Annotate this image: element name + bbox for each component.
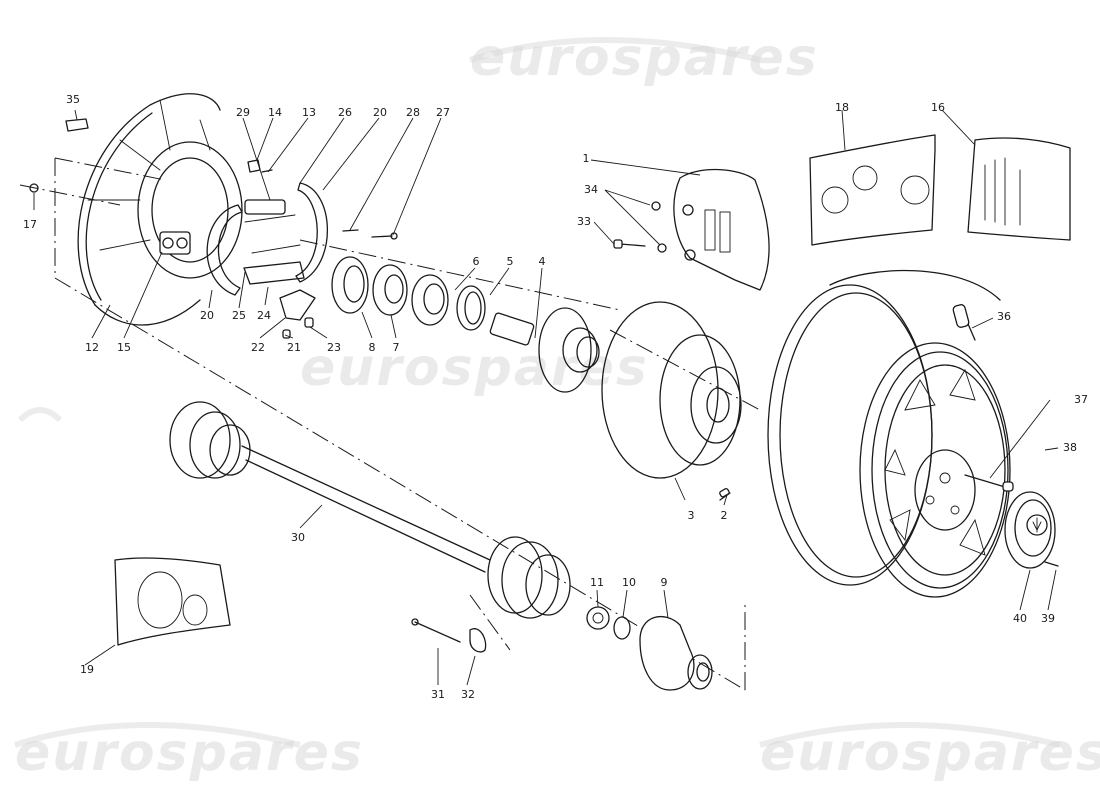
callout-38: 38 (1063, 441, 1077, 454)
brake-disc (601, 301, 742, 501)
brake-caliper (613, 168, 770, 291)
callout-33: 33 (577, 215, 591, 228)
callout-2: 2 (720, 509, 728, 522)
watermark-text-top: eurospares (470, 28, 819, 88)
callout-14: 14 (268, 106, 282, 119)
callout-9: 9 (660, 576, 668, 589)
watermark-text-right: eurospares (760, 723, 1100, 783)
callout-40: 40 (1013, 612, 1027, 625)
callout-5: 5 (506, 255, 514, 268)
center-lines (19, 157, 761, 691)
callout-13: 13 (302, 106, 316, 119)
callout-11: 11 (590, 576, 604, 589)
callout-22: 22 (251, 341, 265, 354)
callout-12: 12 (85, 341, 99, 354)
callout-30: 30 (291, 531, 305, 544)
callout-23: 23 (327, 341, 341, 354)
callout-20-left: 20 (200, 309, 214, 322)
callout-8: 8 (368, 341, 376, 354)
callout-27: 27 (436, 106, 450, 119)
callout-37: 37 (1074, 393, 1088, 406)
callout-4: 4 (538, 255, 546, 268)
plug-17 (29, 183, 39, 193)
backing-plate (65, 93, 243, 326)
watermark-text-bottom-left: eurospares (15, 723, 364, 783)
callout-28: 28 (406, 106, 420, 119)
callout-35: 35 (66, 93, 80, 106)
callout-32: 32 (461, 688, 475, 701)
callout-34: 34 (584, 183, 598, 196)
callout-10: 10 (622, 576, 636, 589)
leader-lines (33, 109, 1059, 686)
callout-17: 17 (23, 218, 37, 231)
callout-29: 29 (236, 106, 250, 119)
callout-24: 24 (257, 309, 271, 322)
callout-19: 19 (80, 663, 94, 676)
callout-16: 16 (931, 101, 945, 114)
callout-31: 31 (431, 688, 445, 701)
callout-20-top: 20 (373, 106, 387, 119)
callout-36: 36 (997, 310, 1011, 323)
callout-7: 7 (392, 341, 400, 354)
callout-26: 26 (338, 106, 352, 119)
callout-3: 3 (687, 509, 695, 522)
drive-shaft (169, 401, 571, 619)
hub (489, 307, 600, 393)
reference-illustrations (114, 134, 1071, 646)
bolt-and-plate (411, 618, 487, 653)
callout-18: 18 (835, 101, 849, 114)
callout-25: 25 (232, 309, 246, 322)
bearing-stack (331, 256, 486, 331)
wheel (767, 269, 1014, 598)
hub-cap (1004, 491, 1059, 569)
callout-15: 15 (117, 341, 131, 354)
hub-carrier-group (586, 606, 713, 691)
callout-6: 6 (472, 255, 480, 268)
callout-1: 1 (582, 152, 590, 165)
callout-21: 21 (287, 341, 301, 354)
callout-39: 39 (1041, 612, 1055, 625)
